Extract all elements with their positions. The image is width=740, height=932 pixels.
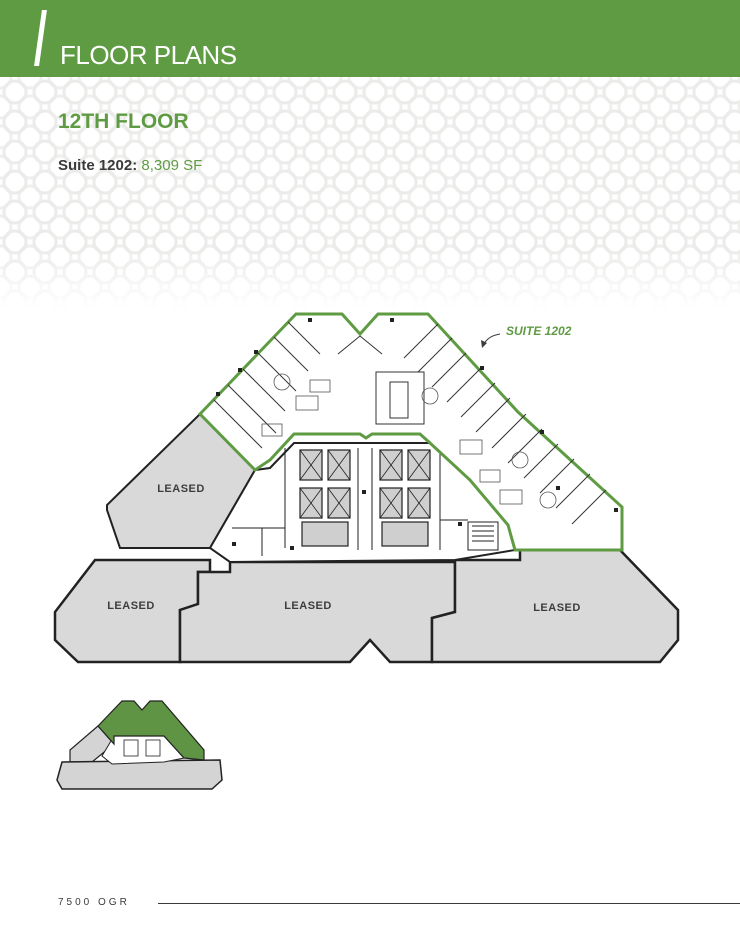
conference-table [389, 381, 409, 419]
pattern-fade [0, 250, 740, 310]
leased-label-left-lower: LEASED [107, 600, 155, 612]
suite-callout-arrow [483, 333, 501, 345]
floor-plan-drawing: SUITE 1202 LEASED LEASED LEASED LEASED [53, 312, 680, 664]
core-interior-walls [232, 448, 468, 556]
suite-1202-furniture [261, 373, 557, 509]
suite-callout-arrowhead [481, 340, 487, 348]
key-plan-leased-bottom [56, 759, 223, 790]
leased-label-left-upper: LEASED [157, 483, 205, 495]
leased-label-right: LEASED [533, 602, 581, 614]
suite-1202-offices [213, 321, 607, 525]
header-slash-mark [34, 10, 47, 66]
key-plan-suite-highlight [97, 700, 205, 761]
leased-area-center [178, 560, 457, 664]
leased-area-right [430, 548, 680, 664]
floor-heading: 12TH FLOOR [58, 110, 189, 133]
suite-area: 8,309 SF [141, 157, 203, 174]
footer-rule [158, 903, 740, 904]
page-title: FLOOR PLANS [60, 40, 237, 70]
key-plan-core-marks [123, 739, 161, 757]
leased-label-center: LEASED [284, 600, 332, 612]
header-bar: FLOOR PLANS [0, 0, 740, 77]
floor-plan: SUITE 1202 LEASED LEASED LEASED LEASED [0, 300, 740, 680]
key-plan [52, 696, 224, 794]
suite-callout-label: SUITE 1202 [506, 324, 572, 338]
suite-info: Suite 1202: 8,309 SF [58, 156, 202, 176]
elevator-cross-marks [299, 449, 431, 519]
stair [467, 521, 499, 551]
suite-label: Suite 1202: [58, 157, 138, 174]
key-plan-drawing [56, 700, 223, 790]
footer-label: 7500 OGR [58, 897, 130, 908]
suite-1202-area [197, 312, 624, 552]
column-markers [216, 318, 618, 550]
